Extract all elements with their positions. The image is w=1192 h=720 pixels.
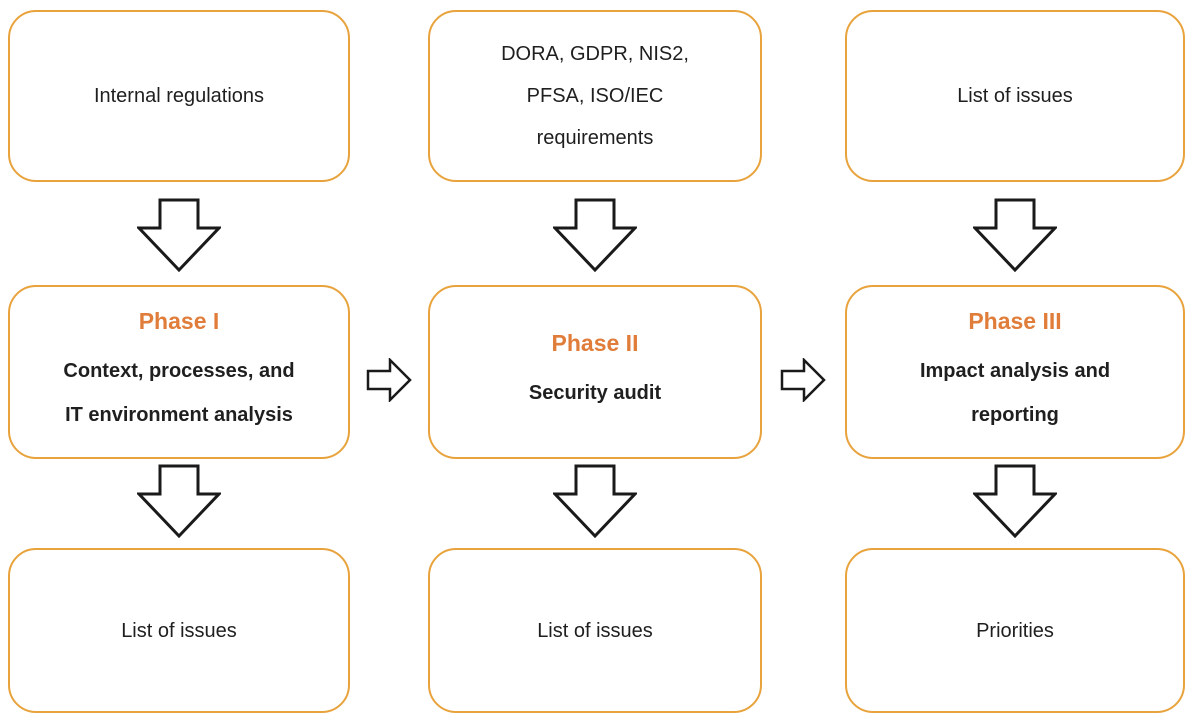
down-arrow-icon [973, 464, 1057, 538]
phase-subtitle: IT environment analysis [65, 404, 293, 426]
output-box-list-of-issues: List of issues [8, 548, 350, 713]
phase-title: Phase II [551, 330, 639, 356]
right-arrow-icon [780, 358, 826, 402]
box-text: PFSA, ISO/IEC [526, 85, 664, 107]
box-text: List of issues [957, 85, 1073, 107]
phase-box-phase-2: Phase II Security audit [428, 285, 762, 459]
box-text: List of issues [537, 619, 653, 642]
box-text: requirements [536, 127, 654, 149]
phase-subtitle: Context, processes, and [63, 360, 295, 382]
output-box-list-of-issues: List of issues [428, 548, 762, 713]
box-text: Priorities [976, 619, 1054, 642]
down-arrow-icon [973, 198, 1057, 272]
right-arrow-icon [366, 358, 412, 402]
input-box-internal-regulations: Internal regulations [8, 10, 350, 182]
input-box-regulatory-requirements: DORA, GDPR, NIS2, PFSA, ISO/IEC requirem… [428, 10, 762, 182]
down-arrow-icon [137, 198, 221, 272]
output-box-priorities: Priorities [845, 548, 1185, 713]
phase-subtitle: reporting [971, 404, 1059, 426]
phase-subtitle: Security audit [528, 382, 662, 404]
down-arrow-icon [137, 464, 221, 538]
down-arrow-icon [553, 198, 637, 272]
box-text: List of issues [121, 619, 237, 642]
phase-title: Phase I [138, 308, 220, 334]
phase-box-phase-1: Phase I Context, processes, and IT envir… [8, 285, 350, 459]
box-text: DORA, GDPR, NIS2, [501, 43, 689, 65]
phase-title: Phase III [968, 308, 1062, 334]
phase-subtitle: Impact analysis and [919, 360, 1111, 382]
input-box-list-of-issues: List of issues [845, 10, 1185, 182]
down-arrow-icon [553, 464, 637, 538]
phase-box-phase-3: Phase III Impact analysis and reporting [845, 285, 1185, 459]
box-text: Internal regulations [93, 85, 265, 107]
